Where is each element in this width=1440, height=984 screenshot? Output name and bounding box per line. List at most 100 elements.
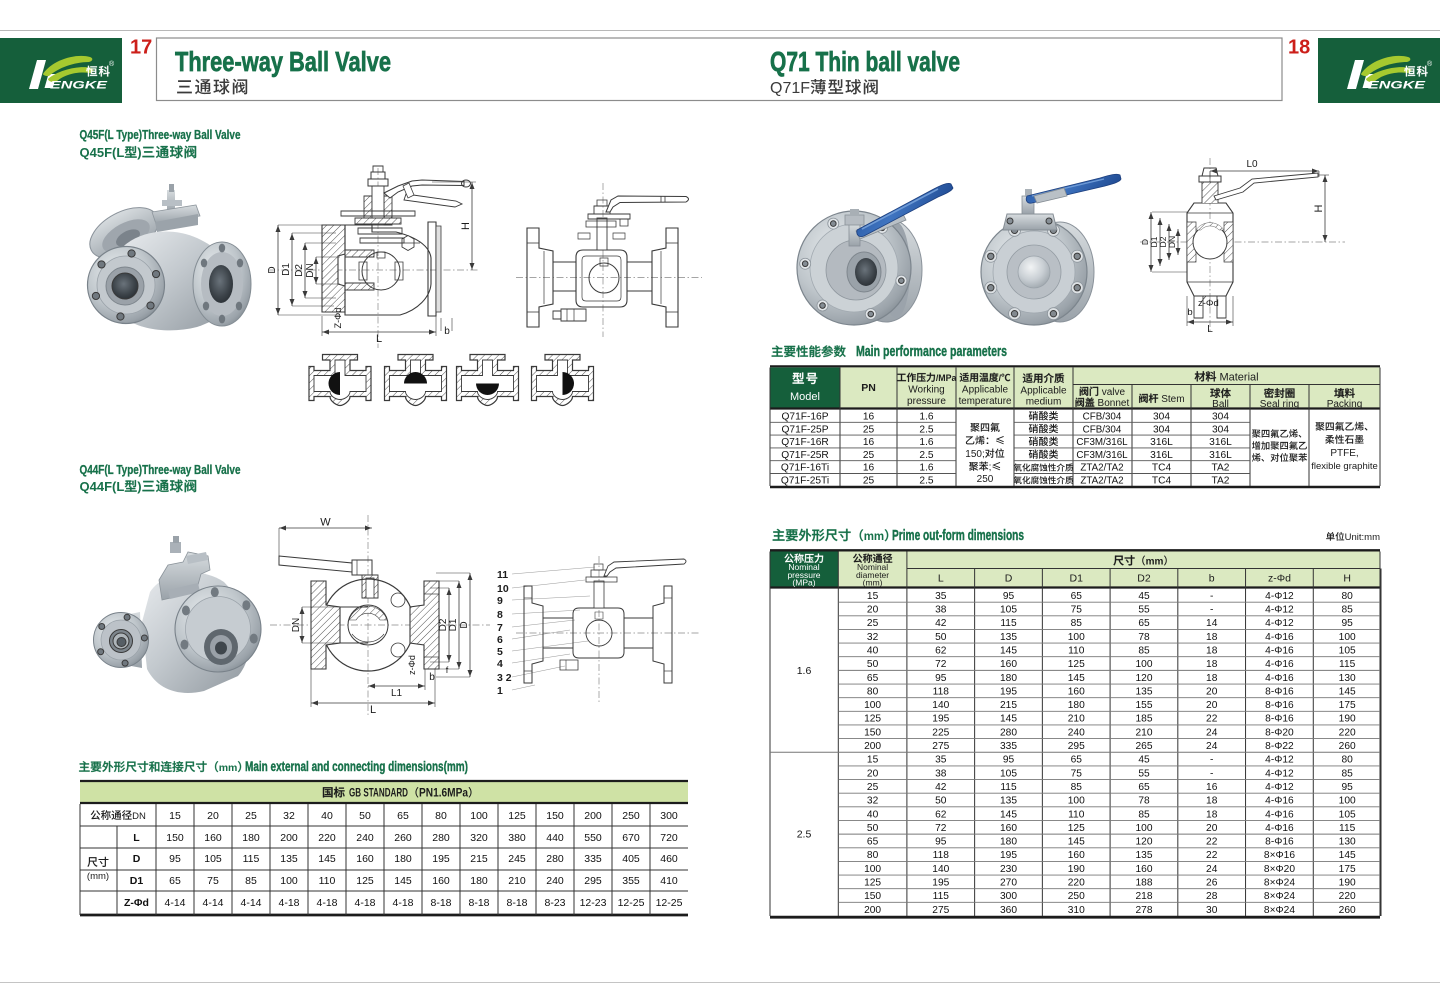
svg-text:Q71F-25Ti: Q71F-25Ti: [781, 475, 829, 486]
svg-text:75: 75: [1071, 768, 1083, 779]
svg-text:380: 380: [508, 832, 526, 844]
svg-text:100: 100: [1068, 632, 1085, 643]
svg-text:42: 42: [935, 618, 947, 629]
svg-text:250: 250: [977, 474, 994, 485]
svg-text:b: b: [1187, 307, 1192, 318]
svg-text:15: 15: [867, 591, 879, 602]
svg-text:316L: 316L: [1150, 450, 1173, 461]
svg-text:175: 175: [1339, 864, 1356, 875]
svg-text:4-18: 4-18: [392, 897, 413, 909]
svg-text:125: 125: [864, 877, 881, 888]
svg-text:4-18: 4-18: [354, 897, 375, 909]
svg-text:-: -: [1210, 768, 1213, 779]
svg-text:105: 105: [1339, 646, 1356, 657]
svg-text:210: 210: [1068, 714, 1085, 725]
svg-text:78: 78: [1138, 796, 1150, 807]
svg-text:35: 35: [935, 755, 947, 766]
svg-text:180: 180: [394, 853, 412, 865]
svg-text:62: 62: [935, 809, 947, 820]
svg-text:®: ®: [109, 60, 115, 68]
svg-text:mm: mm: [864, 531, 884, 543]
svg-text:2.5: 2.5: [919, 450, 933, 461]
svg-text:275: 275: [932, 905, 949, 916]
svg-text:215: 215: [470, 853, 488, 865]
svg-text:f: f: [446, 665, 449, 675]
svg-text:175: 175: [1339, 700, 1356, 711]
svg-text:8-Φ20: 8-Φ20: [1265, 727, 1294, 738]
svg-text:18: 18: [1206, 796, 1218, 807]
svg-text:72: 72: [935, 659, 947, 670]
svg-text:b: b: [444, 326, 450, 337]
svg-text:335: 335: [584, 853, 602, 865]
svg-text:190: 190: [1339, 714, 1356, 725]
svg-text:H: H: [460, 222, 472, 230]
svg-text:Nominal: Nominal: [857, 562, 888, 572]
svg-text:32: 32: [867, 632, 879, 643]
svg-text:20: 20: [207, 810, 219, 822]
svg-text:ZTA2/TA2: ZTA2/TA2: [1080, 475, 1123, 486]
svg-text:145: 145: [1339, 686, 1356, 697]
svg-text:195: 195: [1000, 686, 1017, 697]
svg-text:20: 20: [1206, 700, 1218, 711]
svg-text:100: 100: [1135, 823, 1152, 834]
svg-text:8-Φ22: 8-Φ22: [1265, 741, 1294, 752]
svg-text:250: 250: [1068, 891, 1085, 902]
svg-text:26: 26: [1206, 877, 1218, 888]
svg-text:65: 65: [1071, 591, 1083, 602]
svg-text:195: 195: [1000, 850, 1017, 861]
svg-text:105: 105: [1000, 768, 1017, 779]
svg-text:CFB/304: CFB/304: [1083, 412, 1122, 423]
svg-text:Q71F-16P: Q71F-16P: [782, 412, 829, 423]
svg-text:218: 218: [1135, 891, 1152, 902]
svg-text:190: 190: [1339, 877, 1356, 888]
svg-text:304: 304: [1212, 424, 1229, 435]
svg-text:100: 100: [470, 810, 488, 822]
svg-text:D1: D1: [1149, 236, 1159, 247]
svg-text:z-Φd: z-Φd: [407, 655, 417, 675]
svg-text:110: 110: [1068, 809, 1085, 820]
svg-text:16: 16: [863, 412, 875, 423]
svg-text:D1: D1: [281, 263, 292, 276]
svg-text:115: 115: [1339, 823, 1356, 834]
svg-text:100: 100: [864, 864, 881, 875]
svg-text:4-Φ16: 4-Φ16: [1265, 809, 1294, 820]
svg-text:85: 85: [1342, 605, 1354, 616]
svg-text:62: 62: [935, 646, 947, 657]
svg-text:Q71F: Q71F: [770, 80, 810, 97]
svg-text:8-23: 8-23: [544, 897, 565, 909]
svg-text:85: 85: [1138, 646, 1150, 657]
svg-text:80: 80: [867, 850, 879, 861]
svg-text:670: 670: [622, 832, 640, 844]
svg-text:4-Φ12: 4-Φ12: [1265, 768, 1294, 779]
svg-text:22: 22: [1206, 714, 1218, 725]
svg-text:25: 25: [867, 782, 879, 793]
svg-text:8: 8: [497, 609, 503, 621]
svg-text:118: 118: [933, 850, 950, 861]
svg-text:24: 24: [1206, 864, 1218, 875]
svg-text:105: 105: [1339, 809, 1356, 820]
svg-text:50: 50: [359, 810, 371, 822]
svg-text:180: 180: [470, 875, 488, 887]
svg-text:360: 360: [1000, 905, 1017, 916]
svg-text:Packing: Packing: [1327, 399, 1363, 410]
svg-text:pressure: pressure: [787, 570, 820, 580]
svg-text:220: 220: [1339, 727, 1356, 738]
svg-text:304: 304: [1153, 424, 1170, 435]
svg-text:20: 20: [867, 768, 879, 779]
svg-text:95: 95: [1003, 755, 1015, 766]
svg-text:/: /: [999, 373, 1002, 383]
svg-text:pressure: pressure: [907, 396, 946, 407]
svg-text:8-Φ16: 8-Φ16: [1265, 700, 1294, 711]
svg-text:D1: D1: [1070, 573, 1084, 585]
svg-text:4-Φ12: 4-Φ12: [1265, 605, 1294, 616]
svg-text:18: 18: [1206, 659, 1218, 670]
svg-text:4-18: 4-18: [316, 897, 337, 909]
svg-text:D: D: [459, 621, 470, 628]
svg-text:16: 16: [1206, 782, 1218, 793]
svg-text:18: 18: [1206, 809, 1218, 820]
svg-text:304: 304: [1153, 412, 1170, 423]
svg-text:200: 200: [864, 741, 881, 752]
svg-text:DN: DN: [1167, 236, 1177, 248]
svg-text:145: 145: [1000, 646, 1017, 657]
svg-text:Three-way Ball Valve: Three-way Ball Valve: [175, 46, 391, 77]
